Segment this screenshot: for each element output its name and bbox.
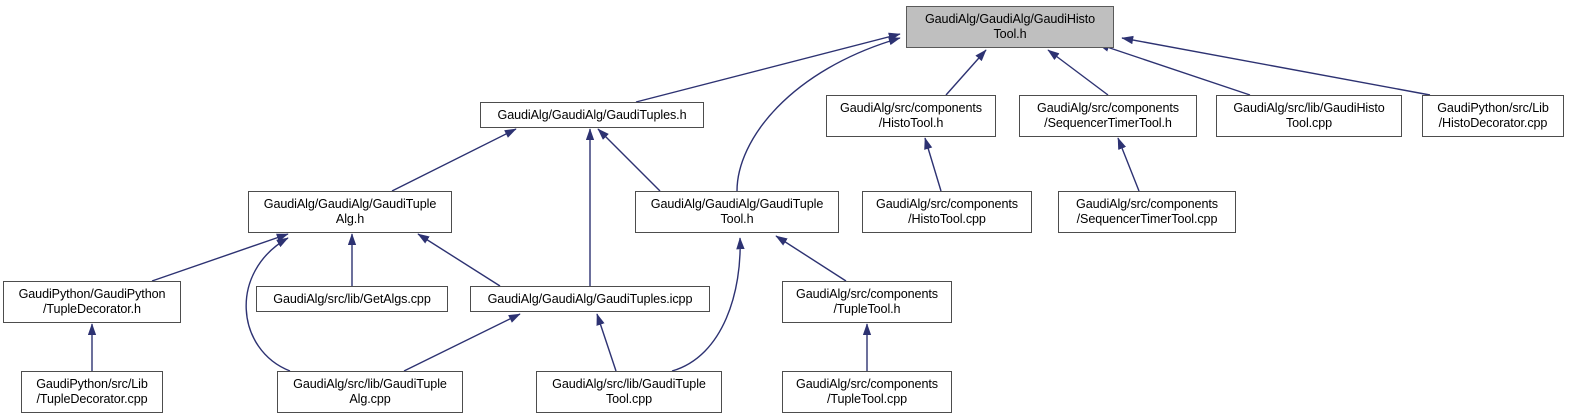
graph-node-tupletool_h[interactable]: GaudiAlg/src/components /TupleTool.h — [782, 281, 952, 323]
edge-sequencertimertool-h-to-root — [1047, 49, 1109, 96]
graph-node-gaudihistotool_h[interactable]: GaudiAlg/GaudiAlg/GaudiHisto Tool.h — [906, 6, 1114, 48]
graph-node-gauditurples_h[interactable]: GaudiAlg/GaudiAlg/GaudiTuples.h — [480, 102, 704, 128]
graph-node-sequencertimertool_h[interactable]: GaudiAlg/src/components /SequencerTimerT… — [1019, 95, 1197, 137]
graph-node-gauditurpletool_cpp[interactable]: GaudiAlg/src/lib/GaudiTuple Tool.cpp — [536, 371, 722, 413]
graph-node-gauditurples_icpp[interactable]: GaudiAlg/GaudiAlg/GaudiTuples.icpp — [470, 286, 710, 312]
edge-histodecorator-cpp-to-root — [1121, 35, 1431, 96]
graph-node-getalgs_cpp[interactable]: GaudiAlg/src/lib/GetAlgs.cpp — [256, 286, 448, 312]
edge-gauditurplealg-cpp-to-gauditurples-icpp — [403, 313, 521, 372]
graph-node-histodecorator_cpp[interactable]: GaudiPython/src/Lib /HistoDecorator.cpp — [1422, 95, 1564, 137]
edge-gauditurpletool-cpp-to-gauditurples-icpp — [596, 313, 617, 372]
graph-node-histotool_h[interactable]: GaudiAlg/src/components /HistoTool.h — [826, 95, 996, 137]
graph-node-gauditurplealg_cpp[interactable]: GaudiAlg/src/lib/GaudiTuple Alg.cpp — [277, 371, 463, 413]
edge-sequencertimertool-cpp-to-sequencertimertool-h — [1117, 137, 1140, 192]
edge-gauditurples-h-to-root — [635, 32, 901, 103]
edge-tupletool-h-to-gauditurpletool-h — [775, 235, 847, 282]
edge-tupledecorator-h-to-gauditurplealg-h — [151, 233, 289, 282]
graph-node-gauditurplealg_h[interactable]: GaudiAlg/GaudiAlg/GaudiTuple Alg.h — [248, 191, 452, 233]
edge-gauditurples-icpp-to-gauditurplealg-h — [417, 233, 501, 287]
edge-histotool-h-to-root — [945, 49, 987, 96]
graph-node-gaudihistotool_cpp[interactable]: GaudiAlg/src/lib/GaudiHisto Tool.cpp — [1216, 95, 1402, 137]
graph-node-tupletool_cpp[interactable]: GaudiAlg/src/components /TupleTool.cpp — [782, 371, 952, 413]
graph-node-gauditurpletool_h[interactable]: GaudiAlg/GaudiAlg/GaudiTuple Tool.h — [635, 191, 839, 233]
edge-gauditurpletool-h-to-gauditurples-h — [597, 128, 661, 192]
graph-node-sequencertimertool_cpp[interactable]: GaudiAlg/src/components /SequencerTimerT… — [1058, 191, 1236, 233]
graph-node-tupledecorator_h[interactable]: GaudiPython/GaudiPython /TupleDecorator.… — [3, 281, 181, 323]
edge-histotool-cpp-to-histotool-h — [924, 137, 942, 192]
graph-node-tupledecorator_cpp[interactable]: GaudiPython/src/Lib /TupleDecorator.cpp — [21, 371, 163, 413]
edge-gaudihistotool-cpp-to-root — [1097, 43, 1251, 96]
graph-node-histotool_cpp[interactable]: GaudiAlg/src/components /HistoTool.cpp — [862, 191, 1032, 233]
edge-gauditurplealg-h-to-gauditurples-h — [391, 128, 517, 192]
